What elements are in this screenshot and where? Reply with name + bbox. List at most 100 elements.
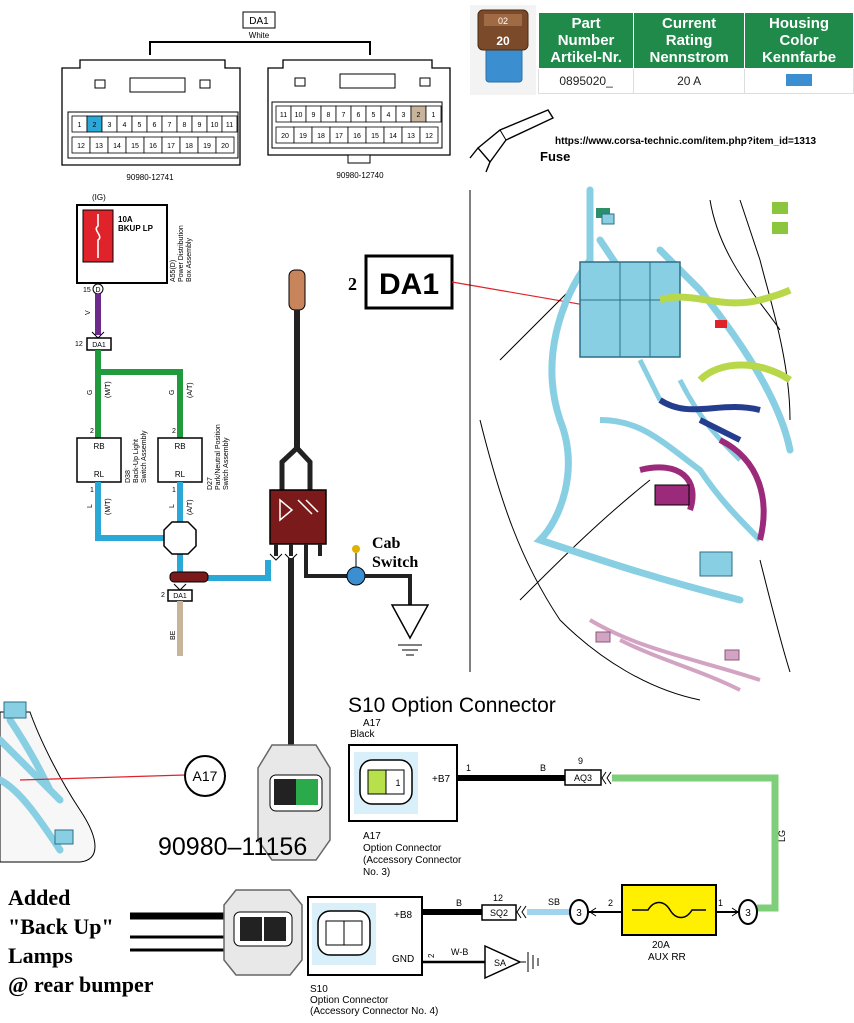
rl-right: RL xyxy=(175,470,186,479)
a55-label: A55(D) xyxy=(170,260,177,282)
s10-caption-3: (Accessory Connector No. 4) xyxy=(310,1006,438,1017)
rb-left: RB xyxy=(93,442,104,451)
pin-2-left: 2 xyxy=(90,428,94,435)
s10-photo xyxy=(130,889,303,976)
c3-right: 3 xyxy=(745,908,751,919)
relay xyxy=(269,489,327,545)
sq2-box xyxy=(481,904,517,921)
mt-left: (M/T) xyxy=(105,381,112,398)
wire-g-left: G xyxy=(87,390,94,395)
right-part-no: 90980-12740 xyxy=(336,171,384,180)
fuse-10a: 10A xyxy=(118,215,133,224)
connector-pin-label: 8 xyxy=(183,122,187,129)
wire-v: V xyxy=(85,310,92,315)
table-row: 0895020_ 20 A xyxy=(537,68,854,94)
fuse-top-label: 02 xyxy=(498,16,508,26)
a17-caption-1: A17 xyxy=(363,831,381,842)
da1-callout-number: 2 xyxy=(348,274,357,294)
connector-pin-label: 8 xyxy=(327,112,331,119)
wire-wb: W-B xyxy=(451,947,468,957)
pin9: 9 xyxy=(578,756,583,766)
connector-pin-label: 3 xyxy=(402,112,406,119)
connector-pin-label: 18 xyxy=(317,133,325,140)
wire-g-right: G xyxy=(169,390,176,395)
da1-callout-label: DA1 xyxy=(379,268,439,301)
fuse-photo: 02 20 xyxy=(470,5,536,95)
connector-pin-label: 14 xyxy=(113,143,121,150)
connector-pin-label: 19 xyxy=(203,143,211,150)
sa-ground xyxy=(484,944,522,980)
da1-mid: DA1 xyxy=(92,342,106,349)
s10-caption-2: Option Connector xyxy=(310,995,389,1006)
connector-pin-label: 9 xyxy=(312,112,316,119)
connector-pin-label: 14 xyxy=(389,133,397,140)
pin-15: 15 xyxy=(83,287,91,294)
rb-right: RB xyxy=(174,442,185,451)
s10-connector xyxy=(307,896,423,976)
connector-pin-label: 20 xyxy=(221,143,229,150)
ig-label: (IG) xyxy=(92,193,106,202)
source-url[interactable]: https://www.corsa-technic.com/item.php?i… xyxy=(555,136,817,147)
cell-part-number: 0895020_ xyxy=(537,68,635,94)
fuse-caption: Fuse xyxy=(540,149,570,164)
added-line-3: Lamps xyxy=(8,943,73,968)
wire-lg: LG xyxy=(777,830,787,842)
svg-text:1: 1 xyxy=(395,778,400,788)
da1-bottom: DA1 xyxy=(173,593,187,600)
connector-pin xyxy=(215,136,235,154)
pin12: 12 xyxy=(493,893,503,903)
pin-1-right: 1 xyxy=(172,487,176,494)
cab-label: Cab xyxy=(372,535,401,552)
sq2: SQ2 xyxy=(490,908,508,918)
fuse-drawing xyxy=(469,109,555,173)
connector-pin-label: 6 xyxy=(153,122,157,129)
sa: SA xyxy=(494,958,506,968)
s10-caption-1: S10 xyxy=(310,984,328,995)
connector-pin-label: 16 xyxy=(149,143,157,150)
d27-label: D27 xyxy=(207,477,214,490)
connector-pin-label: 6 xyxy=(357,112,361,119)
a17-color: Black xyxy=(350,729,375,740)
d38-label: D38 xyxy=(125,470,132,483)
wire-sb: SB xyxy=(548,897,560,907)
aq3: AQ3 xyxy=(574,773,592,783)
ground-symbol xyxy=(390,604,430,640)
pin-1: 1 xyxy=(718,898,723,908)
wb-pin: 2 xyxy=(427,953,436,958)
connector-pin-label: 10 xyxy=(295,112,303,119)
connector-pin-label: 10 xyxy=(211,122,219,129)
color-swatch xyxy=(786,73,813,86)
pin-15-letter: D xyxy=(95,287,100,294)
connector-pin-label: 4 xyxy=(387,112,391,119)
connector-pin-label: 7 xyxy=(168,122,172,129)
connector-pin-label: 13 xyxy=(95,143,103,150)
connector-pin-label: 16 xyxy=(353,133,361,140)
connector-pin-label: 11 xyxy=(226,122,233,129)
a17-caption-3: (Accessory Connector xyxy=(363,855,462,866)
connector-pin-label: 19 xyxy=(299,133,307,140)
da1-top-label: DA1 xyxy=(249,16,269,27)
a17-connector: 1 xyxy=(348,744,458,822)
cell-color xyxy=(744,68,854,94)
d38-name-1: Back-Up Light xyxy=(133,439,140,483)
fuse-rating: 20A xyxy=(652,940,670,951)
at-right-bottom: (A/T) xyxy=(187,499,194,515)
mt-left-bottom: (M/T) xyxy=(105,498,112,515)
added-line-4: @ rear bumper xyxy=(8,972,154,997)
junction-block xyxy=(579,261,681,358)
cell-rating: 20 A xyxy=(633,68,746,94)
connector-pin-label: 15 xyxy=(131,143,139,150)
connector-pin-label: 2 xyxy=(417,112,421,119)
wire-be: BE xyxy=(170,630,177,640)
a17-circle: A17 xyxy=(193,768,218,784)
option-title: S10 Option Connector xyxy=(348,694,556,717)
wire-b: B xyxy=(540,763,546,773)
connector-pin xyxy=(419,126,439,144)
connector-pin-label: 7 xyxy=(342,112,346,119)
pin-2: 2 xyxy=(608,898,613,908)
connector-pin-label: 17 xyxy=(335,133,343,140)
